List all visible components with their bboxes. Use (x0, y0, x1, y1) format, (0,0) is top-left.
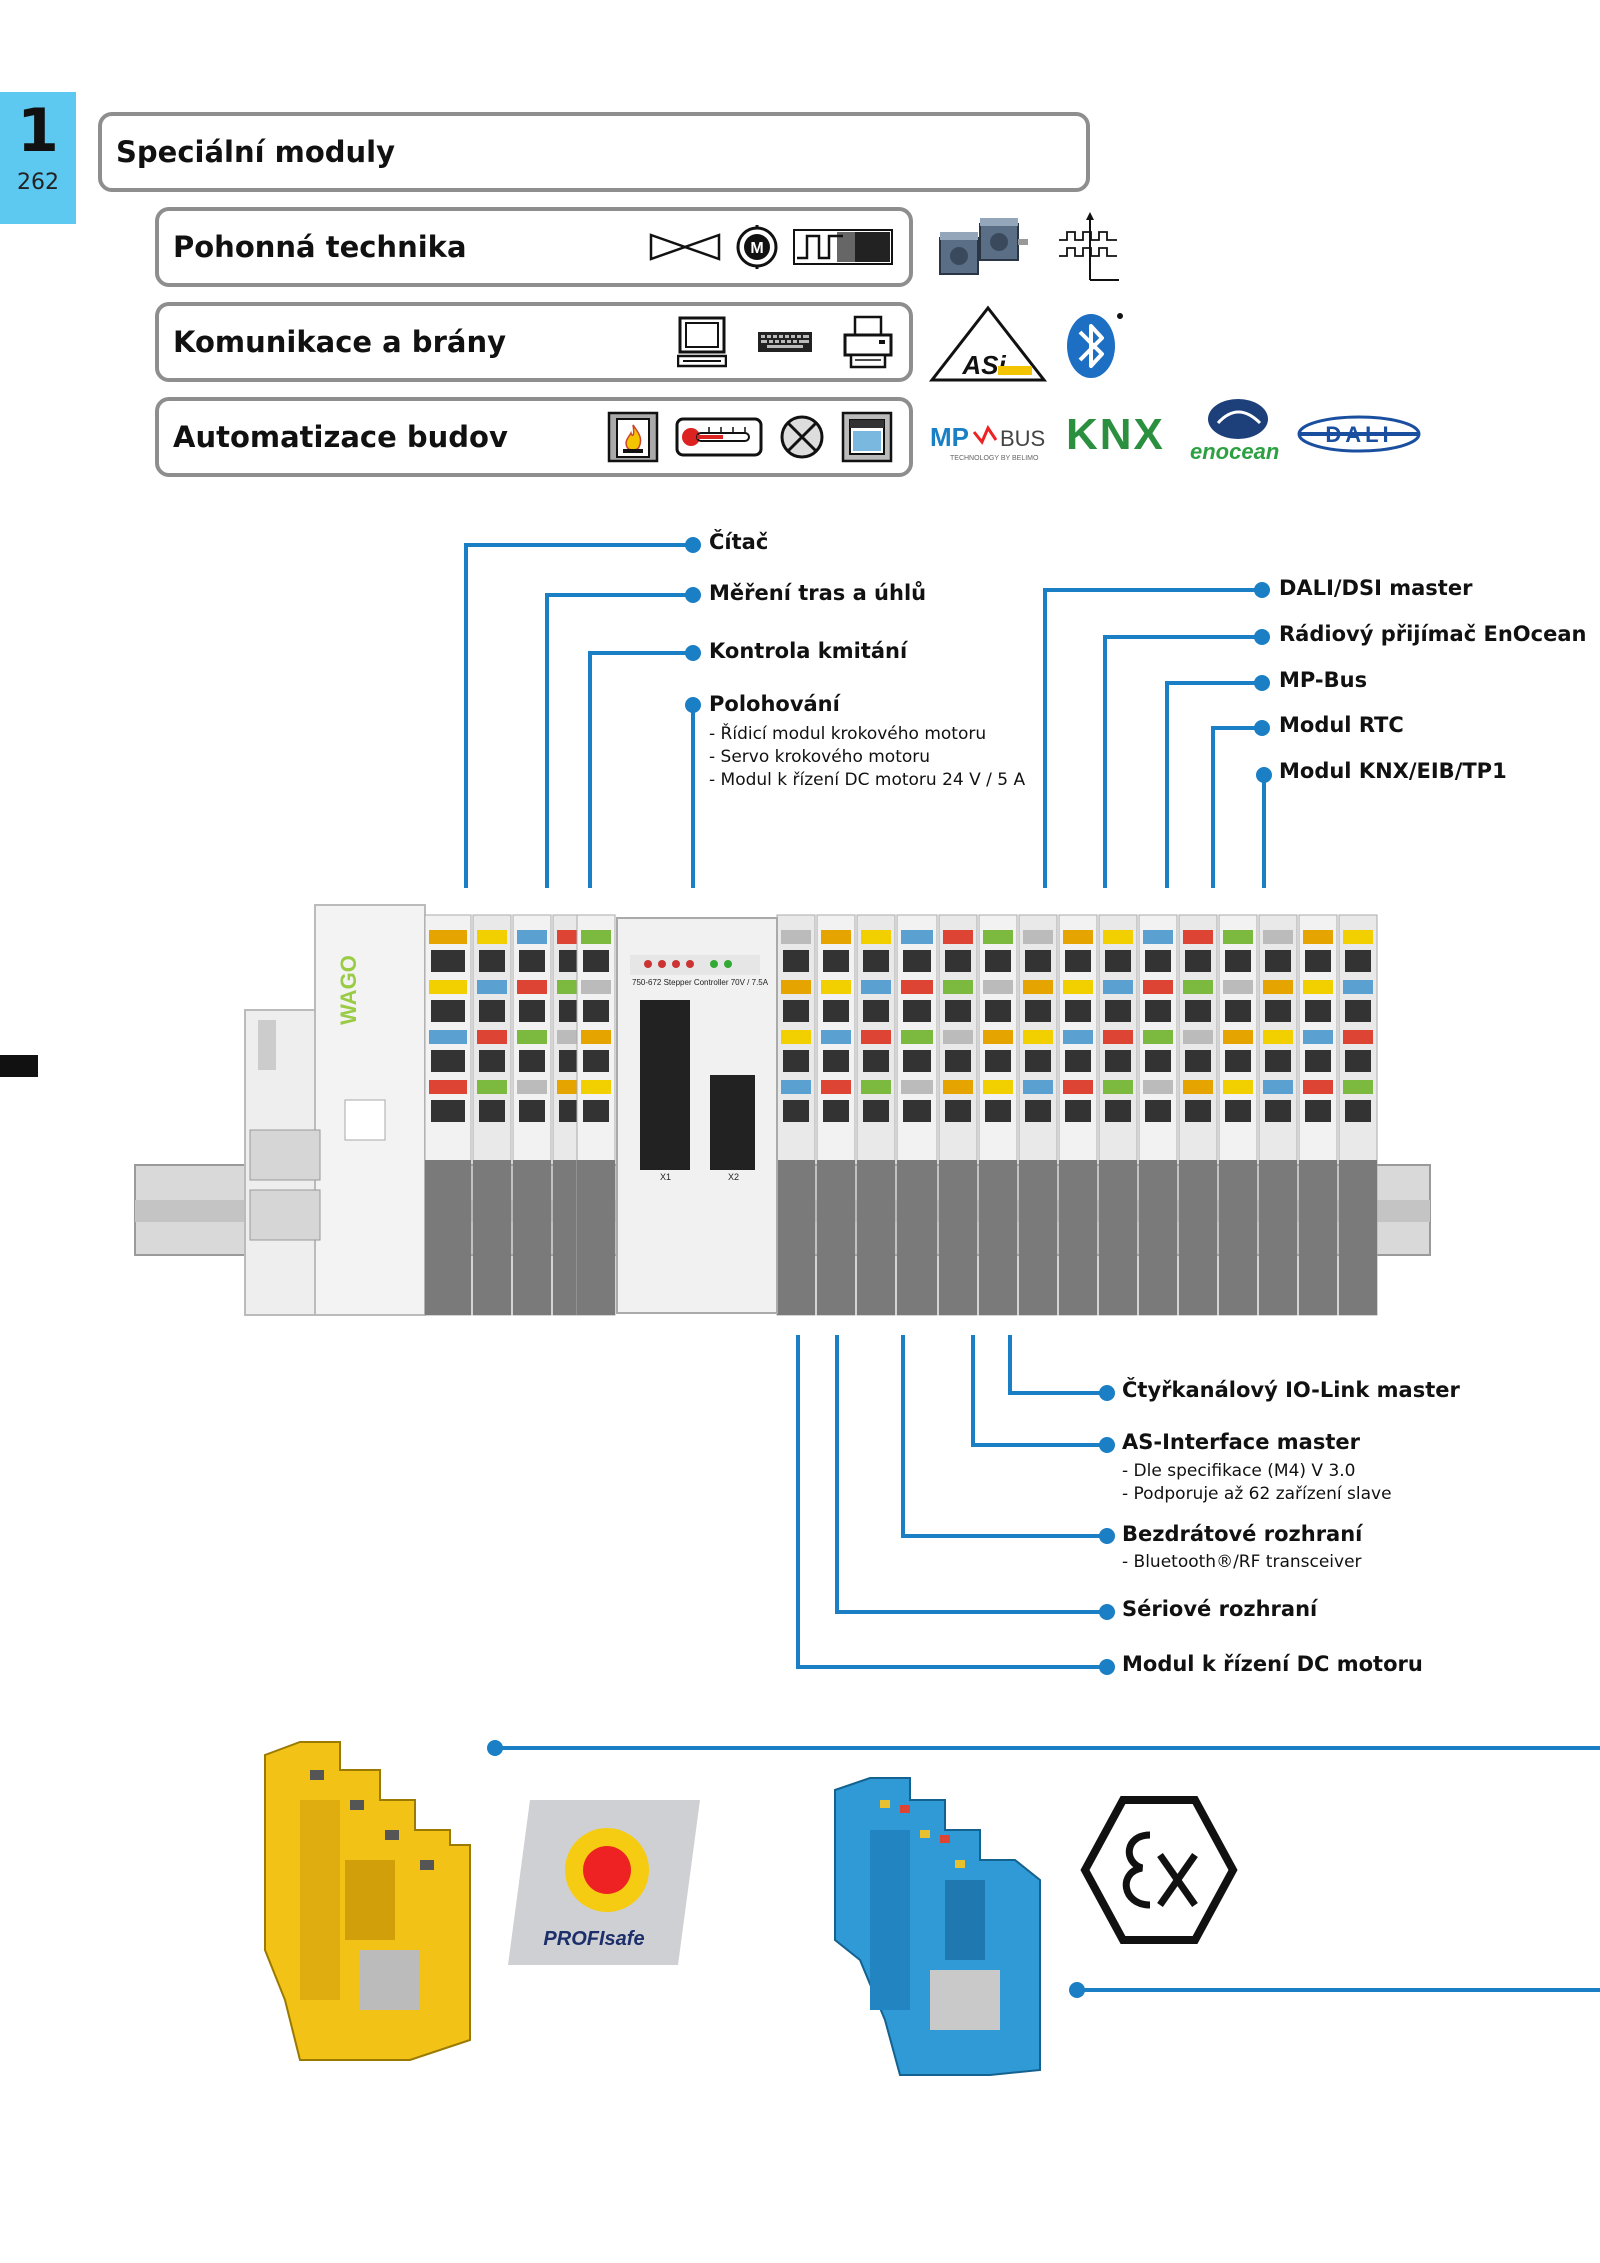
wireless-list: - Bluetooth®/RF transceiver (1122, 1551, 1362, 1574)
module-caption: 750-672 Stepper Controller 70V / 7.5A (632, 978, 769, 987)
callout-dc-motor: Modul k řízení DC motoru (1122, 1652, 1423, 1676)
svg-text:DALI: DALI (1325, 422, 1392, 447)
main-category-box: Speciální moduly (98, 112, 1090, 192)
callout-counter: Čítač (709, 530, 769, 554)
positioning-list: - Řídicí modul krokového motoru - Servo … (709, 723, 1025, 792)
category-title: Komunikace a brány (173, 325, 506, 359)
callout-distance-angle: Měření tras a úhlů (709, 581, 927, 605)
svg-text:TECHNOLOGY BY BELIMO: TECHNOLOGY BY BELIMO (950, 455, 1039, 462)
profisafe-logo: PROFIsafe (508, 1800, 700, 1965)
category-building-automation: Automatizace budov (155, 397, 913, 477)
window-blind-icon (841, 411, 893, 463)
category-drive-technology: Pohonná technika M (155, 207, 913, 287)
category-title: Automatizace budov (173, 420, 508, 454)
motor-icon: M (736, 225, 778, 269)
enocean-logo: enocean (1180, 395, 1300, 465)
main-title: Speciální moduly (116, 135, 396, 169)
callout-positioning: Polohování (709, 692, 840, 716)
safety-module-image (264, 1741, 471, 2061)
wago-brand: WAGO (336, 955, 361, 1025)
list-item: - Řídicí modul krokového motoru (709, 724, 987, 744)
ex-symbol-icon (1080, 1796, 1238, 1944)
callout-serial: Sériové rozhraní (1122, 1597, 1318, 1621)
thermometer-icon (675, 417, 763, 457)
side-marker (0, 1055, 38, 1077)
computer-icon (677, 316, 727, 368)
valve-icon (649, 233, 721, 261)
as-interface-list: - Dle specifikace (M4) V 3.0 - Podporuje… (1122, 1460, 1392, 1506)
callout-knx: Modul KNX/EIB/TP1 (1279, 759, 1507, 783)
callout-mpbus: MP-Bus (1279, 668, 1368, 692)
knx-logo: KNX (1066, 410, 1165, 455)
svg-text:enocean: enocean (1190, 439, 1279, 464)
lamp-icon (780, 415, 824, 459)
stepper-controller-module: 750-672 Stepper Controller 70V / 7.5A X1… (616, 917, 778, 1314)
keyboard-icon (758, 332, 812, 352)
callout-wireless: Bezdrátové rozhraní (1122, 1522, 1363, 1546)
signal-encoder-icon (1059, 212, 1119, 281)
chapter-number: 1 (17, 96, 59, 166)
ex-module-image (834, 1777, 1041, 2076)
page-number: 262 (17, 170, 59, 195)
fire-icon (607, 411, 659, 463)
asi-logo: ASi (928, 305, 1048, 382)
callout-rtc: Modul RTC (1279, 713, 1404, 737)
bluetooth-icon (1067, 313, 1123, 378)
x2-label: X2 (728, 1172, 739, 1182)
svg-text:MP: MP (930, 422, 969, 452)
svg-text:PROFIsafe: PROFIsafe (543, 1928, 644, 1950)
list-item: - Modul k řízení DC motoru 24 V / 5 A (709, 770, 1026, 790)
callout-io-link: Čtyřkanálový IO-Link master (1122, 1378, 1460, 1402)
x1-label: X1 (660, 1172, 671, 1182)
callout-as-interface: AS-Interface master (1122, 1430, 1360, 1454)
category-title: Pohonná technika (173, 230, 467, 264)
printer-icon (843, 315, 893, 369)
svg-text:M: M (750, 240, 763, 257)
svg-text:KNX: KNX (1066, 410, 1165, 455)
list-item: - Podporuje až 62 zařízení slave (1122, 1484, 1392, 1504)
category-communication: Komunikace a brány (155, 302, 913, 382)
pulse-signal-icon (793, 229, 893, 265)
list-item: - Bluetooth®/RF transceiver (1122, 1552, 1362, 1572)
list-item: - Dle specifikace (M4) V 3.0 (1122, 1461, 1356, 1481)
stepper-motor-image (939, 218, 1028, 275)
svg-text:BUS: BUS (1000, 426, 1045, 451)
callout-dali-dsi: DALI/DSI master (1279, 576, 1473, 600)
callout-vibration: Kontrola kmitání (709, 639, 908, 663)
io-modules (424, 914, 1378, 1316)
dali-logo: DALI (1297, 415, 1421, 453)
chapter-tab: 1 262 (0, 92, 76, 224)
list-item: - Servo krokového motoru (709, 747, 931, 767)
fieldbus-coupler (244, 904, 426, 1316)
mpbus-logo: MP BUS TECHNOLOGY BY BELIMO (930, 420, 1055, 470)
callout-enocean: Rádiový přijímač EnOcean (1279, 622, 1587, 646)
